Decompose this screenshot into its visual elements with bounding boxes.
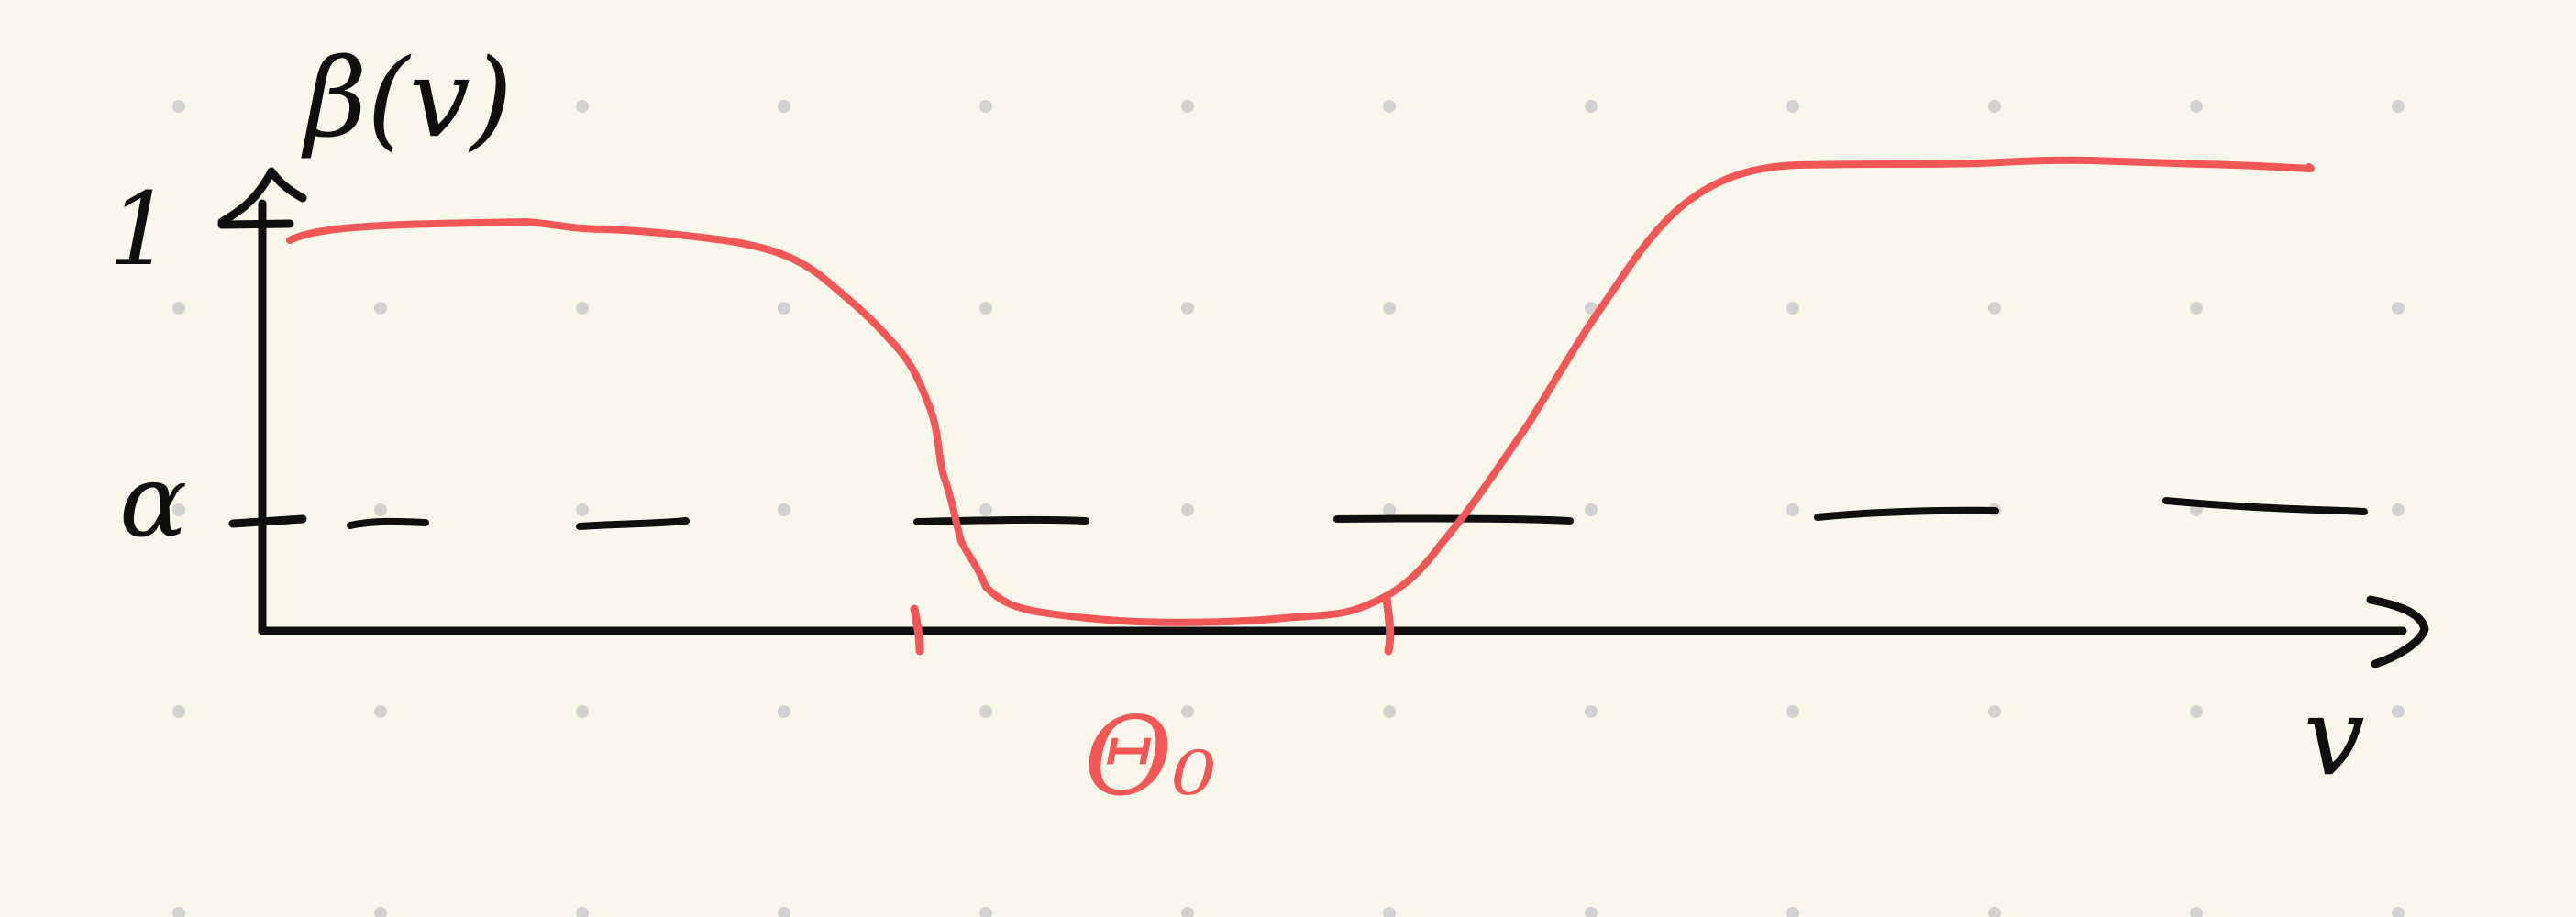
alpha-dash: [347, 517, 429, 529]
grid-dot: [2190, 705, 2203, 718]
grid-dot: [2392, 705, 2405, 718]
alpha-dash: [2162, 497, 2368, 515]
grid-dot: [1786, 907, 1799, 917]
grid-dot: [172, 302, 185, 315]
grid-dot: [1786, 503, 1799, 516]
grid-dot: [1988, 705, 2001, 718]
grid-dot: [576, 907, 589, 917]
x-axis-arrowhead: [2366, 595, 2429, 668]
grid-dot: [1988, 907, 2001, 917]
grid-dot: [778, 302, 790, 315]
grid-dot: [172, 907, 185, 917]
tick-one: [217, 219, 294, 229]
grid-dot: [1585, 302, 1598, 315]
grid-dot: [2190, 100, 2203, 113]
alpha-dash: [1814, 506, 1999, 521]
grid-dot: [1585, 503, 1598, 516]
alpha-level-dashes: [347, 497, 2368, 530]
grid-dot: [1383, 907, 1396, 917]
grid-dot: [1585, 100, 1598, 113]
grid-dot: [778, 705, 790, 718]
grid-dot: [979, 705, 992, 718]
theta0-left-endpoint: [910, 604, 924, 656]
grid-dot: [374, 100, 387, 113]
grid-dot: [2392, 503, 2405, 516]
axes: [217, 167, 2429, 668]
grid-dot: [2392, 907, 2405, 917]
grid-dot: [1181, 907, 1194, 917]
grid-dot: [1988, 100, 2001, 113]
y-axis-label: β(v): [301, 35, 513, 161]
grid-dot: [778, 503, 790, 516]
grid-dot: [778, 100, 790, 113]
grid-dot: [374, 705, 387, 718]
grid-dot: [1181, 503, 1194, 516]
grid-dot: [1383, 705, 1396, 718]
grid-dots: [172, 100, 2405, 917]
grid-dot: [576, 503, 589, 516]
grid-dot: [1585, 705, 1598, 718]
alpha-dash: [576, 517, 690, 530]
theta0-right-endpoint: [1382, 593, 1395, 656]
grid-dot: [1786, 705, 1799, 718]
grid-dot: [1181, 705, 1194, 718]
grid-dot: [172, 705, 185, 718]
grid-dot: [576, 302, 589, 315]
grid-dot: [374, 503, 387, 516]
y-tick-label-one: 1: [108, 171, 172, 288]
x-axis-label: v: [2304, 673, 2365, 800]
grid-dot: [1786, 100, 1799, 113]
grid-dot: [1383, 100, 1396, 113]
grid-dot: [1585, 907, 1598, 917]
grid-dot: [1383, 503, 1396, 516]
grid-dot: [979, 503, 992, 516]
grid-dot: [1988, 302, 2001, 315]
y-axis-arrowhead: [217, 167, 307, 226]
grid-dot: [172, 100, 185, 113]
y-tick-label-alpha: α: [119, 442, 187, 559]
grid-dot: [172, 503, 185, 516]
alpha-dash: [913, 515, 1089, 525]
grid-dot: [979, 302, 992, 315]
grid-dot: [374, 302, 387, 315]
alpha-dash: [1333, 514, 1574, 525]
grid-dot: [2392, 100, 2405, 113]
tick-alpha: [228, 514, 307, 528]
grid-dot: [1181, 302, 1194, 315]
interval-label: Θ₀: [1084, 693, 1216, 820]
grid-dot: [576, 705, 589, 718]
grid-dot: [778, 907, 790, 917]
interval-marks: [910, 593, 1395, 656]
grid-dot: [1181, 100, 1194, 113]
grid-dot: [2190, 302, 2203, 315]
grid-dot: [576, 100, 589, 113]
grid-dot: [1786, 302, 1799, 315]
grid-dot: [374, 907, 387, 917]
grid-dot: [979, 907, 992, 917]
grid-dot: [979, 100, 992, 113]
power-curve: [286, 156, 2315, 626]
grid-dot: [1383, 302, 1396, 315]
grid-dot: [2190, 907, 2203, 917]
grid-dot: [2392, 302, 2405, 315]
